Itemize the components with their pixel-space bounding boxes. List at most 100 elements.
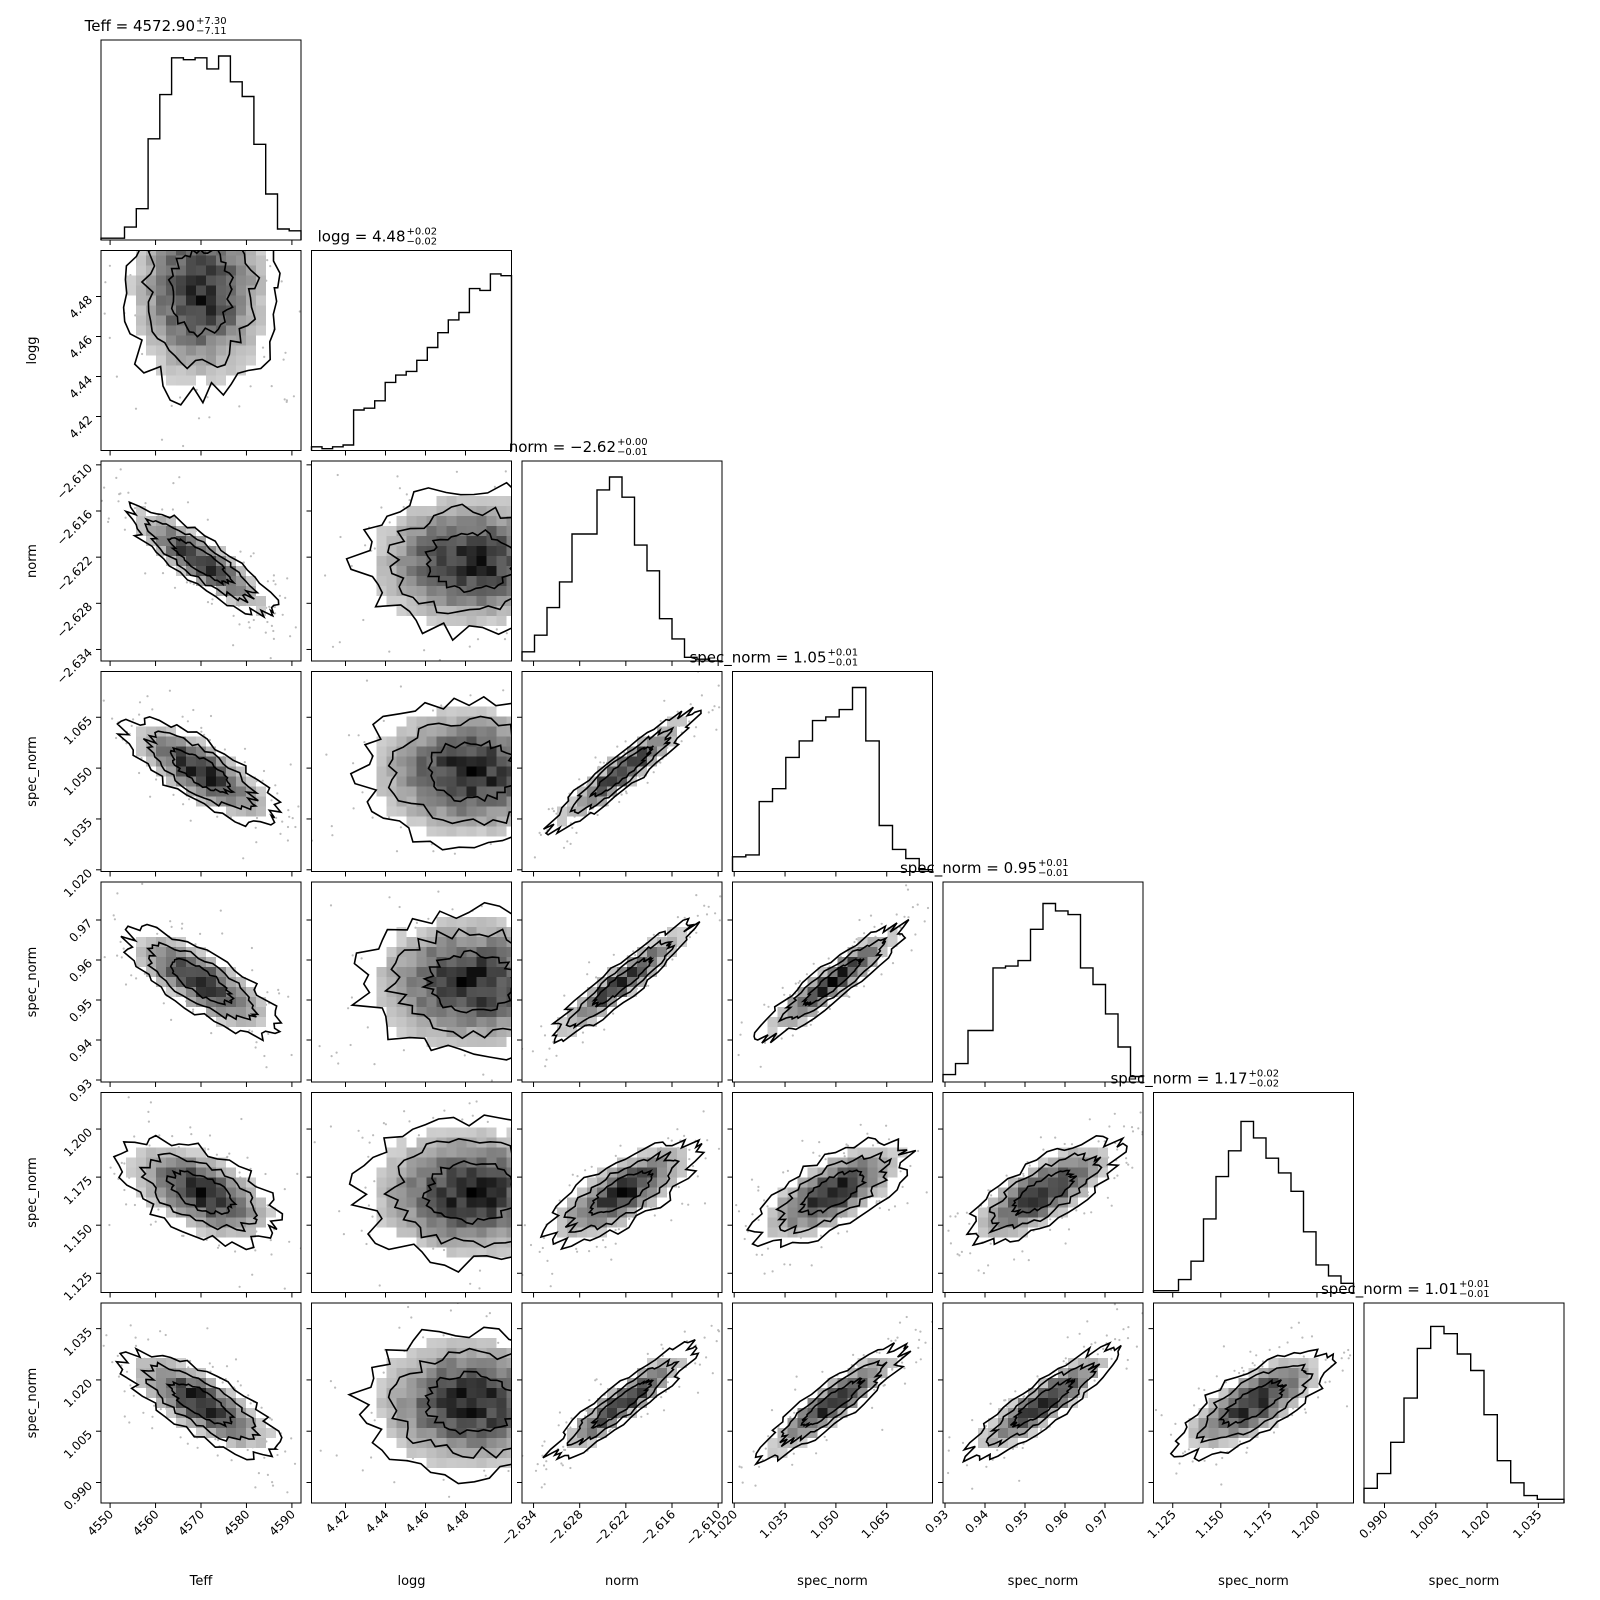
- density-cell: [436, 1438, 447, 1448]
- sample-point: [303, 1270, 305, 1272]
- sample-point: [683, 916, 686, 919]
- sample-point: [255, 841, 258, 844]
- density-cell: [436, 546, 447, 556]
- sample-point: [459, 841, 461, 843]
- sample-point: [871, 1144, 875, 1147]
- sample-point: [195, 388, 198, 391]
- panel-title: norm = −2.62+0.00−0.01: [509, 437, 648, 458]
- density-cell: [186, 776, 196, 787]
- density-cell: [637, 957, 647, 967]
- sample-point: [351, 954, 354, 957]
- density-cell: [386, 1378, 397, 1388]
- sample-point: [716, 1257, 718, 1259]
- density-cell: [176, 265, 186, 276]
- density-cell: [216, 345, 226, 356]
- density-cell: [607, 1207, 617, 1218]
- sample-point: [919, 1330, 922, 1333]
- sample-point: [148, 1144, 151, 1147]
- sample-point: [526, 944, 528, 946]
- sample-point: [634, 557, 636, 559]
- density-cell: [386, 997, 397, 1007]
- density-cell: [206, 305, 216, 316]
- density-cell: [406, 957, 417, 967]
- density-cell: [396, 957, 407, 967]
- density-cell: [156, 1378, 166, 1388]
- density-cell: [236, 305, 246, 316]
- sample-point: [783, 993, 786, 996]
- density-cell: [617, 776, 627, 787]
- sample-point: [896, 1336, 899, 1339]
- density-cell: [196, 1167, 206, 1178]
- sample-point: [713, 1489, 715, 1491]
- sample-point: [186, 1442, 189, 1445]
- sample-point: [103, 312, 106, 315]
- density-cell: [466, 1187, 477, 1198]
- density-cell: [456, 706, 467, 717]
- density-cell: [176, 1358, 186, 1368]
- sample-point: [288, 665, 290, 667]
- density-cell: [136, 526, 146, 536]
- sample-point: [538, 831, 541, 835]
- density-cell: [376, 536, 387, 546]
- density-cell: [527, 947, 537, 957]
- density-cell: [627, 1388, 637, 1398]
- density-cell: [637, 1388, 647, 1398]
- sample-point: [688, 936, 692, 939]
- density-cell: [837, 1207, 848, 1218]
- sample-point: [363, 741, 366, 744]
- density-cell: [466, 927, 477, 937]
- density-cell: [476, 1348, 487, 1358]
- sample-point: [432, 1116, 435, 1119]
- sample-point: [573, 1453, 575, 1455]
- sample-point: [146, 695, 149, 698]
- density-cell: [236, 596, 246, 606]
- sample-point: [606, 804, 610, 807]
- density-cell: [406, 1358, 417, 1368]
- density-cell: [396, 1398, 407, 1408]
- sample-point: [495, 628, 498, 631]
- density-cell: [196, 216, 206, 226]
- density-cell: [637, 1197, 647, 1208]
- density-cell: [206, 576, 216, 586]
- density-cell: [486, 967, 497, 977]
- density-cell: [396, 1207, 407, 1218]
- density-cell: [466, 1358, 477, 1368]
- sample-point: [211, 216, 213, 218]
- density-cell: [456, 726, 467, 737]
- density-cell: [496, 987, 507, 997]
- sample-point: [740, 1466, 743, 1469]
- sample-point: [423, 649, 426, 652]
- density-cell: [537, 967, 547, 977]
- sample-point: [621, 1251, 623, 1253]
- density-cell: [156, 1147, 166, 1158]
- density-cell: [506, 1207, 512, 1218]
- sample-point: [545, 1058, 548, 1061]
- density-cell: [527, 727, 537, 737]
- sample-point: [224, 219, 226, 221]
- sample-point: [1122, 1125, 1126, 1128]
- sample-point: [261, 213, 263, 215]
- density-cell: [396, 786, 407, 797]
- sample-point: [585, 632, 587, 634]
- title-equals: =: [548, 438, 570, 456]
- density-cell: [496, 977, 507, 987]
- sample-point: [206, 1327, 209, 1330]
- density-cell: [186, 196, 196, 206]
- density-cell: [206, 776, 216, 787]
- density-cell: [246, 576, 256, 586]
- density-cell: [446, 1197, 457, 1208]
- density-cell: [436, 1147, 447, 1158]
- density-cell: [246, 345, 256, 356]
- density-cell: [506, 1187, 512, 1198]
- sample-point: [471, 1114, 474, 1117]
- density-cell: [436, 1227, 447, 1238]
- sample-point: [662, 1409, 666, 1412]
- sample-point: [414, 926, 417, 929]
- density-cell: [236, 325, 246, 336]
- density-cell: [396, 997, 407, 1007]
- density-cell: [537, 987, 547, 997]
- sample-point: [364, 1186, 367, 1189]
- sample-point: [219, 909, 222, 912]
- x-tick-label: 4580: [221, 1507, 252, 1538]
- sample-point: [676, 916, 680, 919]
